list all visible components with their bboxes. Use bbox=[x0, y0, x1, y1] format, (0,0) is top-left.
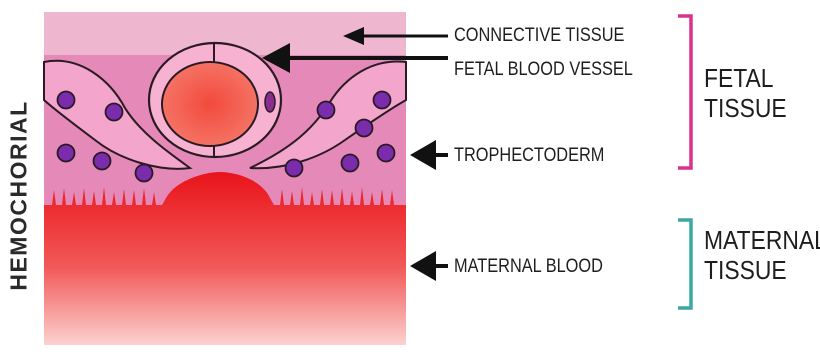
arrow-maternal-blood bbox=[410, 251, 448, 281]
fetal-tissue-bracket bbox=[678, 16, 691, 168]
nucleus bbox=[356, 120, 373, 137]
nucleus bbox=[378, 145, 395, 162]
nucleus bbox=[318, 102, 335, 119]
arrow-trophectoderm bbox=[410, 140, 448, 170]
label-maternal-blood: MATERNAL BLOOD bbox=[454, 257, 603, 276]
nucleus bbox=[58, 145, 75, 162]
fetal-tissue-line2: TISSUE bbox=[704, 94, 787, 124]
nucleus bbox=[342, 155, 359, 172]
maternal-tissue-line2: TISSUE bbox=[704, 256, 820, 286]
endothelial-nucleus bbox=[265, 92, 275, 112]
nucleus bbox=[136, 165, 153, 182]
maternal-tissue-label: MATERNAL TISSUE bbox=[704, 226, 820, 286]
fetal-tissue-line1: FETAL bbox=[704, 64, 787, 94]
hemochorial-side-label: HEMOCHORIAL bbox=[6, 60, 32, 330]
nucleus bbox=[286, 160, 303, 177]
fetal-tissue-label: FETAL TISSUE bbox=[704, 64, 787, 124]
side-label-text: HEMOCHORIAL bbox=[6, 100, 33, 290]
label-trophectoderm: TROPHECTODERM bbox=[454, 146, 604, 165]
nucleus bbox=[374, 92, 391, 109]
maternal-tissue-bracket bbox=[678, 220, 691, 308]
nucleus bbox=[94, 153, 111, 170]
nucleus bbox=[106, 104, 123, 121]
label-fetal-blood-vessel: FETAL BLOOD VESSEL bbox=[454, 60, 633, 79]
nucleus bbox=[58, 92, 75, 109]
label-connective-tissue: CONNECTIVE TISSUE bbox=[454, 26, 624, 45]
maternal-tissue-line1: MATERNAL bbox=[704, 226, 820, 256]
fetal-blood-vessel-lumen bbox=[162, 62, 258, 146]
